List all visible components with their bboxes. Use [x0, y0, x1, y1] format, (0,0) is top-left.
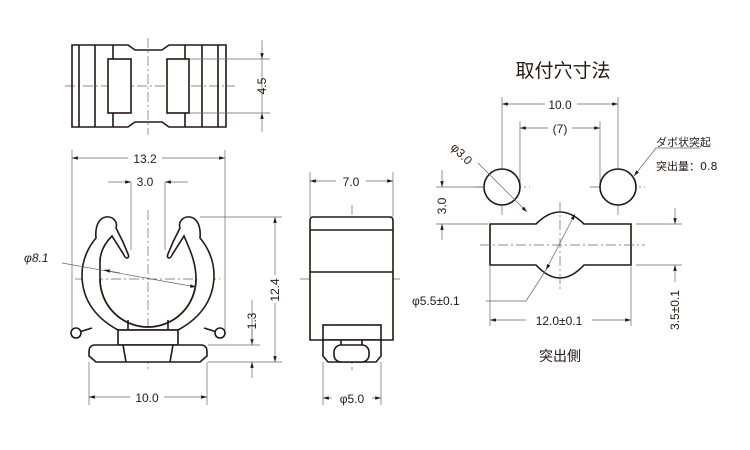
mounting-hole-title: 取付穴寸法	[515, 60, 610, 82]
annotation-dowel: ダボ状突起	[656, 135, 711, 149]
front-view: 13.2 3.0 φ8.1 12.4 1.3	[24, 150, 282, 405]
dim-base-width: 10.0	[135, 391, 159, 405]
dim-hole-dia: φ8.1	[24, 251, 49, 265]
dim-dowel-dia: φ3.0	[448, 140, 475, 167]
dim-hole-inner: (7)	[553, 122, 568, 136]
dim-slot-width: 3.5±0.1	[668, 290, 682, 330]
dim-side-dia: φ5.0	[340, 392, 365, 406]
dim-height: 12.4	[268, 278, 282, 302]
dim-dowel-offset: 3.0	[435, 197, 449, 214]
dim-opening: 3.0	[137, 175, 154, 189]
dim-hole-pitch: 10.0	[548, 98, 572, 112]
dim-side-width: 7.0	[343, 175, 360, 189]
protrusion-side-label: 突出側	[539, 349, 581, 365]
dim-top-height: 4.5	[255, 77, 269, 94]
dim-slot-length: 12.0±0.1	[536, 314, 583, 328]
top-view: 4.5	[65, 38, 270, 135]
dim-base-gap: 1.3	[245, 312, 259, 329]
annotation-protrusion: 突出量：0.8	[656, 159, 718, 173]
dowel-hole-right	[599, 168, 637, 206]
dim-overall-width: 13.2	[133, 152, 157, 166]
dim-center-dia: φ5.5±0.1	[412, 294, 460, 308]
mounting-hole-view: 取付穴寸法 10.0 (7) φ3.0 3.0 φ5.5±0.1 12.0±0.…	[412, 60, 718, 365]
side-view: 7.0 φ5.0	[300, 172, 400, 406]
